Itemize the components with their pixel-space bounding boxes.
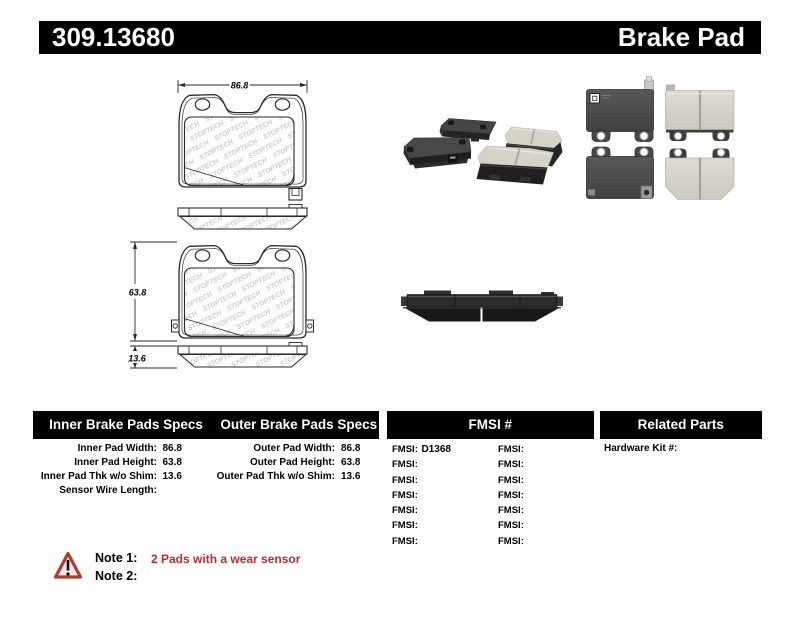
- related-label: Hardware Kit #:: [604, 443, 678, 455]
- inner-specs-title: Inner Brake Pads Specs: [49, 417, 203, 432]
- height-dimension: [130, 241, 177, 342]
- pad-photo-flat-group: [586, 76, 735, 200]
- fmsi-label: FMSI:: [498, 535, 524, 547]
- fmsi-label: FMSI:: [392, 444, 418, 455]
- fmsi-label: FMSI:: [392, 520, 418, 532]
- spec-value: 13.6: [341, 470, 361, 482]
- fmsi-label: FMSI:: [498, 444, 524, 455]
- fmsi-value: D1368: [421, 443, 451, 455]
- outer-pad-side-drawing: [177, 341, 308, 368]
- spec-value: 86.8: [341, 442, 361, 454]
- spec-label: Sensor Wire Length:: [59, 485, 157, 496]
- inner-pad-side-drawing: [177, 203, 308, 230]
- outer-specs-title: Outer Brake Pads Specs: [220, 417, 378, 432]
- inner-pad-front-drawing: [178, 93, 307, 201]
- spec-value: 13.6: [162, 470, 182, 482]
- spec-label: Outer Pad Height:: [249, 456, 335, 468]
- note1-text: 2 Pads with a wear sensor: [151, 551, 301, 566]
- related-parts-header-bar: Related Parts: [600, 411, 762, 439]
- spec-label: Inner Pad Thk w/o Shim:: [40, 470, 157, 482]
- part-number: 309.13680: [52, 22, 175, 52]
- spec-label: Inner Pad Height:: [74, 456, 157, 468]
- fmsi-label: FMSI:: [498, 505, 524, 516]
- spec-label: Inner Pad Width:: [77, 442, 157, 454]
- warning-icon: [53, 551, 83, 579]
- fmsi-header-bar: FMSI #: [386, 411, 594, 439]
- fmsi-label: FMSI:: [392, 535, 418, 547]
- fmsi-label: FMSI:: [392, 505, 418, 516]
- width-dimension: [177, 80, 308, 93]
- fmsi-label: FMSI:: [392, 474, 418, 486]
- spec-value: 63.8: [341, 456, 361, 468]
- pad-photo-edge-view: [401, 290, 563, 322]
- pad-photo-perspective-group: [403, 118, 563, 185]
- fmsi-title: FMSI #: [468, 417, 512, 432]
- page-title: Brake Pad: [617, 22, 745, 52]
- fmsi-label: FMSI:: [392, 459, 418, 471]
- spec-value: 86.8: [162, 442, 182, 454]
- spec-value: 63.8: [162, 456, 182, 468]
- outer-pad-front-drawing: [171, 244, 314, 339]
- spec-label: Outer Pad Thk w/o Shim:: [216, 470, 335, 482]
- thickness-dim-label: 13.6: [128, 354, 147, 364]
- fmsi-label: FMSI:: [498, 459, 524, 471]
- fmsi-label: FMSI:: [392, 489, 418, 501]
- fmsi-label: FMSI:: [498, 520, 524, 532]
- note1-label: Note 1:: [95, 550, 138, 565]
- spec-label: Outer Pad Width:: [253, 442, 335, 454]
- height-dim-label: 63.8: [129, 288, 147, 298]
- pads-specs-header-bar: Inner Brake Pads Specs Outer Brake Pads …: [33, 411, 379, 439]
- header-bar: 309.13680 Brake Pad: [39, 21, 761, 54]
- fmsi-label: FMSI:: [498, 474, 524, 486]
- note2-label: Note 2:: [95, 568, 138, 583]
- thickness-dimension: [130, 345, 177, 369]
- fmsi-label: FMSI:: [498, 489, 524, 501]
- related-parts-title: Related Parts: [637, 417, 724, 432]
- width-dim-label: 86.8: [231, 81, 249, 91]
